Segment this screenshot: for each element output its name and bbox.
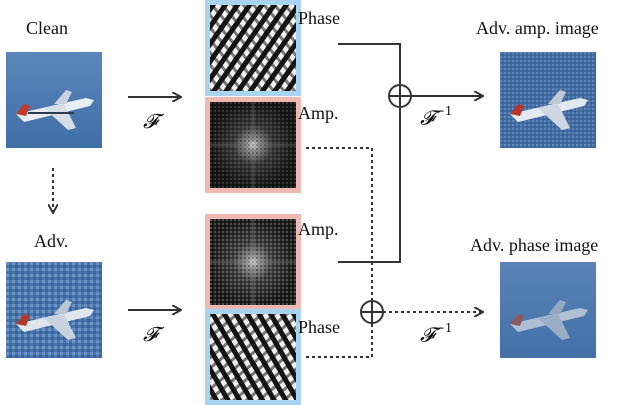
amp-label-top: Amp.	[298, 103, 339, 123]
clean-phase-line	[338, 43, 401, 84]
clean-airplane-image	[6, 52, 102, 148]
fourier-symbol-bottom: 𝓕	[143, 322, 158, 346]
inverse-fourier-symbol-bottom: 𝓕−1	[420, 321, 453, 347]
adv-label: Adv.	[34, 231, 69, 251]
clean-amp-line	[306, 147, 373, 301]
phase-spectrum-top	[205, 0, 301, 96]
clean-label: Clean	[26, 18, 68, 38]
amplitude-spectrum-top	[205, 97, 301, 193]
inverse-fourier-symbol-top: 𝓕−1	[420, 104, 453, 130]
phase-spectrum-bottom	[205, 309, 301, 405]
amplitude-spectrum-bottom	[205, 214, 301, 310]
amp-label-bottom: Amp.	[298, 219, 339, 239]
adv-amp-image-label: Adv. amp. image	[476, 18, 599, 38]
adv-phase-image-label: Adv. phase image	[470, 235, 599, 255]
fourier-symbol-top: 𝓕	[143, 109, 158, 133]
phase-label-top: Phase	[298, 8, 340, 28]
adv-amp-output-image	[500, 52, 596, 148]
adv-phase-output-image	[500, 262, 596, 358]
adversarial-airplane-image	[6, 262, 102, 358]
phase-label-bottom: Phase	[298, 317, 340, 337]
adv-phase-line	[306, 323, 373, 358]
adv-amp-line	[338, 108, 401, 263]
